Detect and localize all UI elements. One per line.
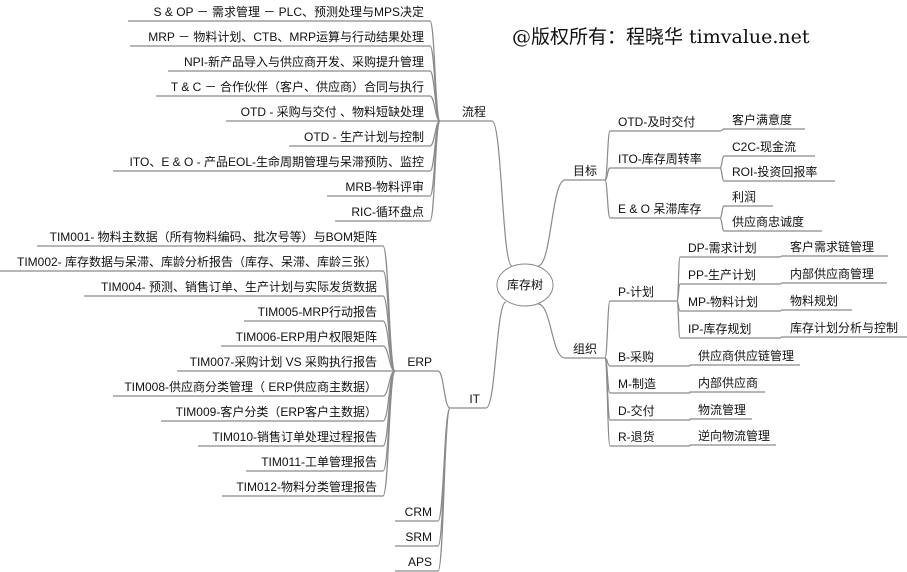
erp-report-item[interactable]: TIM010-销售订单处理过程报告 <box>212 430 377 444</box>
planning-child[interactable]: 库存计划分析与控制 <box>790 321 899 335</box>
process-item[interactable]: MRP － 物料计划、CTB、MRP运算与行动结果处理 <box>148 30 424 44</box>
erp-report-item[interactable]: TIM005-MRP行动报告 <box>257 305 377 319</box>
it-crm[interactable]: CRM <box>404 505 432 519</box>
goal-child[interactable]: 客户满意度 <box>732 113 793 127</box>
branch-org-connector <box>537 303 605 359</box>
process-item[interactable]: RIC-循环盘点 <box>351 205 424 219</box>
planning-child[interactable]: 内部供应商管理 <box>790 267 875 281</box>
org-item[interactable]: R-退货 <box>618 430 655 444</box>
planning-item[interactable]: IP-库存规划 <box>688 322 752 336</box>
org-child[interactable]: 逆向物流管理 <box>698 429 771 443</box>
planning-item[interactable]: MP-物料计划 <box>688 295 758 309</box>
erp-report-item-connector <box>113 370 396 397</box>
planning-child-connector <box>779 282 887 285</box>
org-child-connector <box>689 364 800 367</box>
process-item-connector <box>289 120 441 147</box>
goal-item[interactable]: ITO-库存周转率 <box>618 152 702 166</box>
erp-report-item[interactable]: TIM007-采购计划 VS 采购执行报告 <box>189 355 377 369</box>
goal-child[interactable]: 供应商忠诚度 <box>732 215 805 229</box>
erp-report-item[interactable]: TIM006-ERP用户权限矩阵 <box>235 330 377 344</box>
erp-report-item[interactable]: TIM009-客户分类（ERP客户主数据） <box>175 405 377 419</box>
erp-report-item[interactable]: TIM008-供应商分类管理（ ERP供应商主数据） <box>124 380 377 394</box>
goal-child[interactable]: ROI-投资回报率 <box>732 165 818 179</box>
process-item[interactable]: MRB-物料评审 <box>345 180 424 194</box>
goal-item-connector <box>604 130 720 181</box>
erp-report-item[interactable]: TIM012-物料分类管理报告 <box>236 480 377 494</box>
branch-goals[interactable]: 目标 <box>573 164 598 178</box>
goal-child[interactable]: 利润 <box>732 190 757 204</box>
branch-process[interactable]: 流程 <box>461 105 486 119</box>
planning-item[interactable]: DP-需求计划 <box>688 241 757 255</box>
goal-child-connector <box>719 217 822 232</box>
goal-child-connector <box>719 155 815 169</box>
org-child[interactable]: 内部供应商 <box>698 376 759 390</box>
org-child-connector <box>689 418 752 421</box>
goal-child-connector <box>719 167 835 182</box>
org-item[interactable]: M-制造 <box>618 377 656 391</box>
org-item[interactable]: B-采购 <box>618 350 655 364</box>
process-item[interactable]: ITO、E & O - 产品EOL-生命周期管理与呆滞预防、监控 <box>129 155 424 169</box>
branch-it[interactable]: IT <box>469 392 480 406</box>
org-child[interactable]: 供应商供应链管理 <box>698 349 795 363</box>
goal-child[interactable]: C2C-现金流 <box>732 140 797 154</box>
planning-child[interactable]: 客户需求链管理 <box>790 240 875 254</box>
org-item[interactable]: D-交付 <box>618 404 655 418</box>
org-planning[interactable]: P-计划 <box>618 285 655 299</box>
it-erp-connector <box>395 370 451 409</box>
org-item-connector <box>604 357 690 394</box>
root-node-ellipse <box>496 263 554 307</box>
process-item[interactable]: OTD - 生产计划与控制 <box>304 130 424 144</box>
goal-child-connector <box>719 205 773 219</box>
org-child-connector <box>689 391 765 394</box>
branch-goals-connector <box>537 179 605 267</box>
copyright-text: @版权所有：程晓华 timvalue.net <box>512 26 810 48</box>
planning-item-connector <box>676 300 780 312</box>
process-item[interactable]: S & OP － 需求管理 － PLC、预测处理与MPS决定 <box>153 5 424 19</box>
erp-report-item[interactable]: TIM004- 预测、销售订单、生产计划与实际发货数据 <box>100 280 377 294</box>
erp-report-item[interactable]: TIM002- 库存数据与呆滞、库龄分析报告（库存、呆滞、库龄三张） <box>16 255 377 269</box>
org-planning-connector <box>604 300 677 359</box>
org-child-connector <box>689 444 776 447</box>
it-aps[interactable]: APS <box>407 555 432 569</box>
goal-item-connector <box>604 179 720 219</box>
erp-report-item[interactable]: TIM001- 物料主数据（所有物料编码、批次号等）与BOM矩阵 <box>49 230 377 244</box>
branch-process-connector <box>440 120 513 267</box>
planning-item[interactable]: PP-生产计划 <box>688 268 757 282</box>
planning-child-connector <box>779 336 907 339</box>
it-srm[interactable]: SRM <box>405 530 432 544</box>
planning-child-connector <box>779 255 888 258</box>
it-srm-connector <box>395 407 451 547</box>
org-item-connector <box>604 357 690 367</box>
planning-item-connector <box>676 256 780 302</box>
planning-child-connector <box>779 309 852 312</box>
process-item[interactable]: T & C － 合作伙伴（客户、供应商）合同与执行 <box>170 80 424 94</box>
it-erp[interactable]: ERP <box>407 355 432 369</box>
goal-item[interactable]: OTD-及时交付 <box>618 115 696 129</box>
it-crm-connector <box>395 407 451 522</box>
planning-child[interactable]: 物料规划 <box>790 294 839 308</box>
process-item-connector <box>128 20 441 122</box>
erp-report-item-connector <box>37 245 396 372</box>
root-node[interactable]: 库存树 <box>506 278 543 292</box>
process-item[interactable]: OTD - 采购与交付 、物料短缺处理 <box>240 105 424 119</box>
branch-it-connector <box>450 301 507 409</box>
goal-item[interactable]: E & O 呆滞库存 <box>618 202 702 216</box>
erp-report-item[interactable]: TIM011-工单管理报告 <box>261 455 377 469</box>
goal-item-connector <box>604 167 720 181</box>
branch-org[interactable]: 组织 <box>573 342 598 356</box>
goal-child-connector <box>719 128 805 132</box>
process-item[interactable]: NPI-新产品导入与供应商开发、采购提升管理 <box>183 55 424 69</box>
org-child[interactable]: 物流管理 <box>698 403 747 417</box>
